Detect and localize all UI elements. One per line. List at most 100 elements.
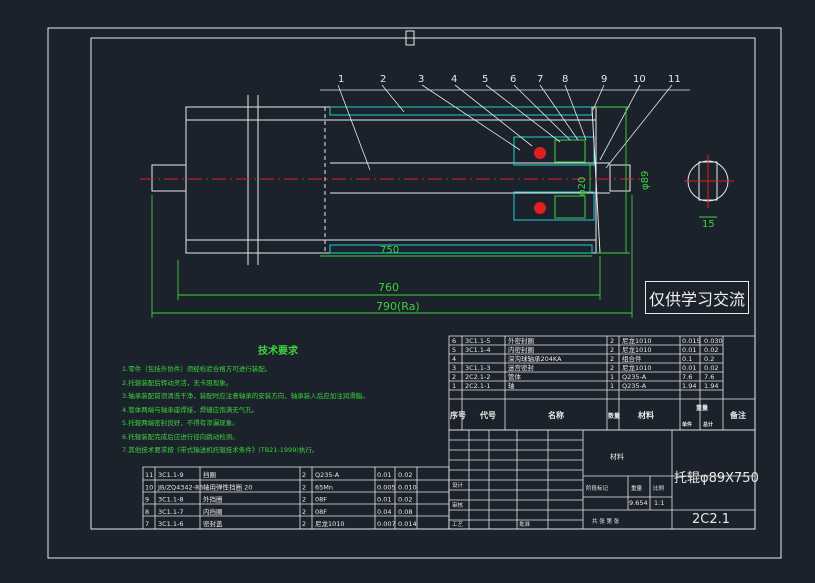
scale-label: 比例 <box>653 484 665 492</box>
watermark-box: 仅供学习交流 <box>645 281 749 314</box>
lower-part-mat: 65Mn <box>315 483 333 491</box>
lower-part-no: 9 <box>145 496 149 504</box>
upper-part-no: 5 <box>452 346 456 354</box>
hdr-qty: 数量 <box>608 412 620 420</box>
hdr-total: 总计 <box>703 421 713 428</box>
process-label: 工艺 <box>452 521 464 528</box>
lower-part-name: 外挡圈 <box>203 495 223 504</box>
balloon-4: 4 <box>451 74 457 85</box>
upper-part-qty: 1 <box>610 373 614 381</box>
title-material-label: 材料 <box>610 452 624 461</box>
end-cap <box>591 106 601 254</box>
lower-part-code: 3C1.1-6 <box>158 520 184 528</box>
upper-part-qty: 2 <box>610 355 614 363</box>
upper-part-qty: 2 <box>610 364 614 372</box>
dimension-lines <box>151 106 633 318</box>
upper-part-w1: 0.01 <box>682 346 696 354</box>
drawing-name: 托辊φ89X750 <box>674 471 759 486</box>
balloon-3: 3 <box>418 74 424 85</box>
upper-part-mat: 尼龙1010 <box>622 345 652 354</box>
lower-part-name: 轴用弹性挡圈 20 <box>203 482 252 491</box>
hdr-mat: 材料 <box>638 410 654 420</box>
tech-req-item: 1.零件（包括外协件）须经检验合格方可进行装配。 <box>122 364 271 373</box>
scale-value: 1:1 <box>654 499 664 507</box>
approve-label: 批准 <box>519 520 531 528</box>
upper-part-w1: 0.015 <box>682 337 701 345</box>
bearing-ball-top-icon <box>534 147 546 159</box>
frame-mark <box>405 30 415 46</box>
upper-part-w2: 7.6 <box>704 373 714 381</box>
hdr-unit: 单件 <box>682 421 692 428</box>
lower-part-qty: 2 <box>302 508 306 516</box>
upper-part-code: 3C1.1-5 <box>465 337 491 345</box>
upper-part-name: 轴 <box>508 381 515 390</box>
balloon-8: 8 <box>562 74 568 85</box>
lower-part-qty: 2 <box>302 496 306 504</box>
hdr-no: 序号 <box>450 410 466 420</box>
balloon-6: 6 <box>510 74 516 85</box>
lower-part-mat: Q235-A <box>315 471 340 479</box>
weight-value: 9.654 <box>629 499 648 507</box>
upper-part-name: 迷宫密封 <box>508 363 535 372</box>
weight-label: 重量 <box>631 484 643 492</box>
upper-part-mat: 尼龙1010 <box>622 363 652 372</box>
balloon-1: 1 <box>338 74 344 85</box>
upper-part-w1: 1.94 <box>682 382 696 390</box>
lower-part-mat: 尼龙1010 <box>315 519 345 528</box>
outer-frame <box>47 27 782 559</box>
upper-part-code: 2C2.1-2 <box>465 373 491 381</box>
balloon-labels: 1 2 3 4 5 6 7 8 9 10 11 <box>338 74 681 85</box>
bearing-ball-bottom-icon <box>534 202 546 214</box>
dim-diameter: φ89 <box>640 171 651 190</box>
upper-part-w2: 0.2 <box>704 355 714 363</box>
dim-overall-length: 760 <box>378 281 399 294</box>
tech-req-list: 1.零件（包括外协件）须经检验合格方可进行装配。 2.托辊装配后转动灵活，无卡阻… <box>122 364 369 454</box>
tech-req-item: 6.托辊装配完成后应进行径向跳动检测。 <box>122 432 239 441</box>
hdr-weight: 重量 <box>696 404 708 412</box>
balloon-10: 10 <box>633 74 646 85</box>
upper-part-w2: 1.94 <box>704 382 718 390</box>
upper-part-w2: 0.02 <box>704 364 718 372</box>
upper-part-code: 3C1.1-3 <box>465 364 491 372</box>
upper-parts-grid <box>448 335 756 431</box>
upper-part-name: 深沟球轴承204KA <box>508 354 562 363</box>
lower-part-no: 10 <box>145 483 153 491</box>
tech-req-item: 2.托辊装配后转动灵活，无卡阻现象。 <box>122 378 232 387</box>
drawing-number: 2C2.1 <box>692 512 730 527</box>
tech-req-item: 4.管体两端与轴承座焊接，焊缝应饱满无气孔。 <box>122 405 258 414</box>
tech-req-item: 3.轴承装配前须清洗干净，装配时应注意轴承的安装方向，轴承装入后应加注润滑脂。 <box>122 391 369 400</box>
lower-part-code: 3C1.1-8 <box>158 496 184 504</box>
upper-part-no: 1 <box>452 382 456 390</box>
dim-shaft-dia: φ20 <box>577 177 588 196</box>
upper-part-code: 3C1.1-4 <box>465 346 491 354</box>
lower-part-w1: 0.007 <box>377 520 396 528</box>
tube-wall-hatch-bottom <box>329 244 593 254</box>
upper-part-w1: 7.6 <box>682 373 692 381</box>
lower-part-no: 8 <box>145 508 149 516</box>
lower-part-name: 挡圈 <box>203 470 216 479</box>
upper-part-code: 2C2.1-1 <box>465 382 491 390</box>
tech-req-item: 7.其他技术要求按《带式输送机托辊技术条件》(TB21-1999)执行。 <box>122 445 318 454</box>
upper-part-no: 6 <box>452 337 456 345</box>
balloon-2: 2 <box>380 74 386 85</box>
lower-part-w1: 0.005 <box>377 483 396 491</box>
lower-part-qty: 2 <box>302 520 306 528</box>
signature-labels: 设计 审核 工艺 批准 <box>452 481 531 528</box>
upper-part-no: 4 <box>452 355 456 363</box>
upper-part-w2: 0.030 <box>704 337 723 345</box>
dim-section-width: 15 <box>702 219 715 230</box>
check-label: 审核 <box>452 501 464 509</box>
lower-part-w2: 0.02 <box>398 471 412 479</box>
stage-label: 阶段标记 <box>586 484 609 492</box>
lower-part-mat: 08F <box>315 508 327 516</box>
balloon-7: 7 <box>537 74 543 85</box>
upper-part-name: 管体 <box>508 372 522 381</box>
sheet-label: 共 张 第 张 <box>592 517 620 525</box>
tech-req-item: 5.托辊两端密封良好，不得有渗漏现象。 <box>122 418 239 427</box>
upper-part-qty: 1 <box>610 382 614 390</box>
upper-part-w2: 0.02 <box>704 346 718 354</box>
lower-part-w2: 0.08 <box>398 508 412 516</box>
seal-top <box>554 139 586 163</box>
